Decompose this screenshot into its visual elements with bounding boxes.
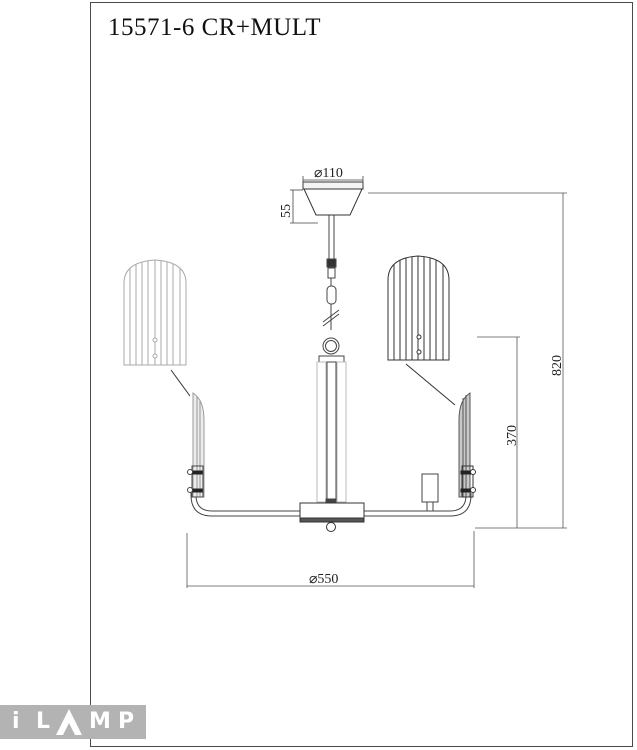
left-leader-line bbox=[170, 369, 191, 397]
total-height-label: 820 bbox=[550, 355, 565, 376]
drawing-frame bbox=[90, 2, 633, 747]
left-shade-side bbox=[187, 392, 205, 498]
right-shade-side bbox=[458, 392, 476, 498]
right-shade-detail bbox=[387, 255, 450, 361]
canopy-diameter-label: ⌀110 bbox=[314, 166, 343, 181]
overall-diameter-label: ⌀550 bbox=[309, 572, 338, 587]
logo-letter-p: P bbox=[118, 709, 135, 734]
ilamp-logo: i L M P bbox=[0, 705, 146, 739]
left-shade-detail bbox=[123, 259, 187, 366]
lamp-a-inner-icon bbox=[63, 723, 75, 735]
logo-letter-i: i bbox=[12, 709, 20, 734]
overall-diameter-dimension bbox=[186, 531, 475, 588]
total-height-dimension bbox=[368, 192, 567, 529]
logo-letter-m: M bbox=[89, 709, 111, 734]
model-title: 15571-6 CR+MULT bbox=[108, 14, 322, 41]
bulb-socket bbox=[421, 473, 439, 511]
left-arm bbox=[190, 493, 300, 517]
right-arm bbox=[364, 493, 472, 517]
central-hub bbox=[299, 502, 365, 532]
central-column bbox=[316, 355, 347, 504]
logo-letter-l: L bbox=[36, 709, 51, 734]
body-height-dimension bbox=[477, 336, 520, 528]
canopy-height-dimension bbox=[290, 189, 318, 224]
body-height-label: 370 bbox=[505, 425, 520, 446]
right-leader-line bbox=[405, 363, 456, 406]
canopy-diameter-dimension bbox=[302, 176, 364, 186]
canopy bbox=[302, 181, 364, 216]
suspension-rod bbox=[322, 215, 340, 355]
canopy-height-label: 55 bbox=[279, 204, 294, 218]
